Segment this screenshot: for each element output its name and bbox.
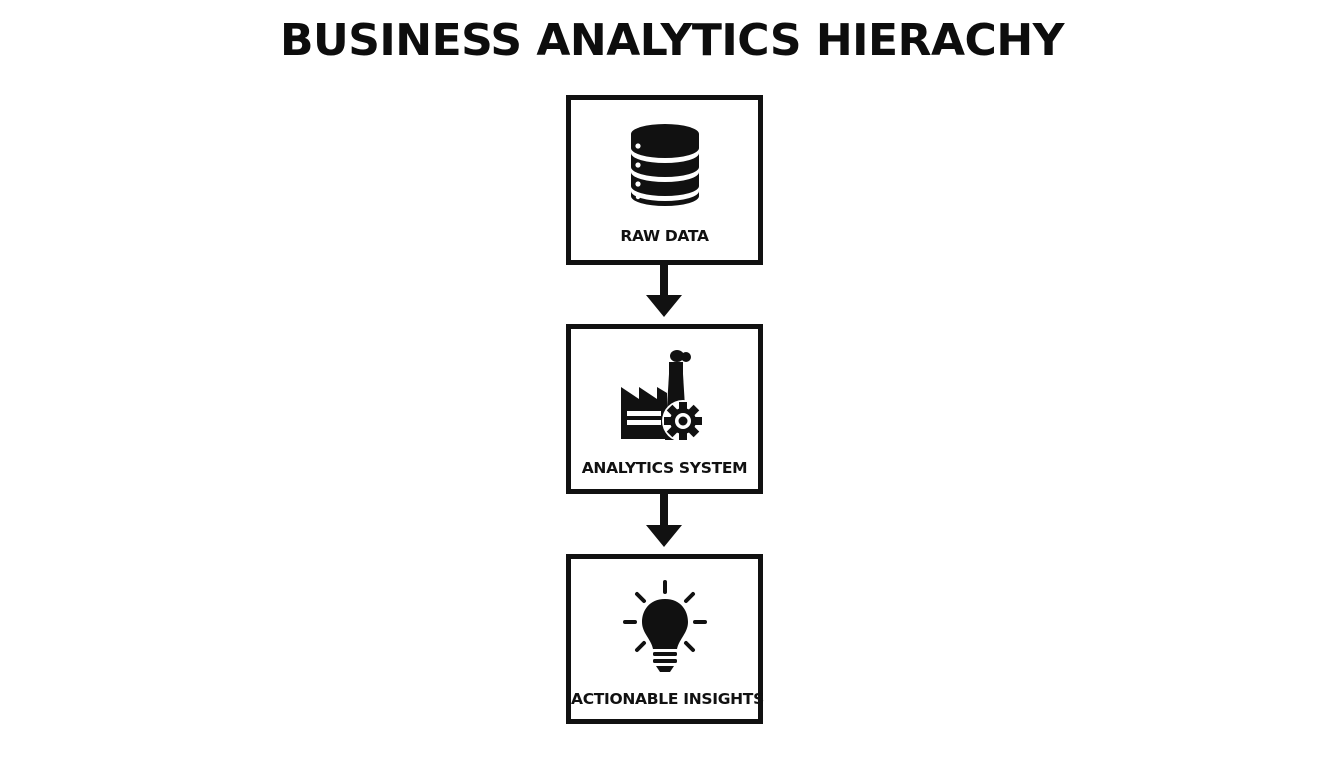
factory-gear-icon [620, 350, 704, 442]
node-raw-data: RAW DATA [566, 95, 763, 265]
database-icon [630, 124, 699, 206]
arrow-down-icon [646, 493, 682, 547]
node-analytics-system: ANALYTICS SYSTEM [566, 324, 763, 494]
node-actionable-insights: ACTIONABLE INSIGHTS [566, 554, 764, 724]
node-label: ANALYTICS SYSTEM [581, 459, 748, 477]
lightbulb-icon [622, 580, 707, 672]
node-label: RAW DATA [620, 227, 709, 245]
node-label: ACTIONABLE INSIGHTS [571, 690, 764, 708]
arrow-down-icon [646, 263, 682, 317]
diagram-title: BUSINESS ANALYTICS HIERACHY [279, 15, 1065, 66]
